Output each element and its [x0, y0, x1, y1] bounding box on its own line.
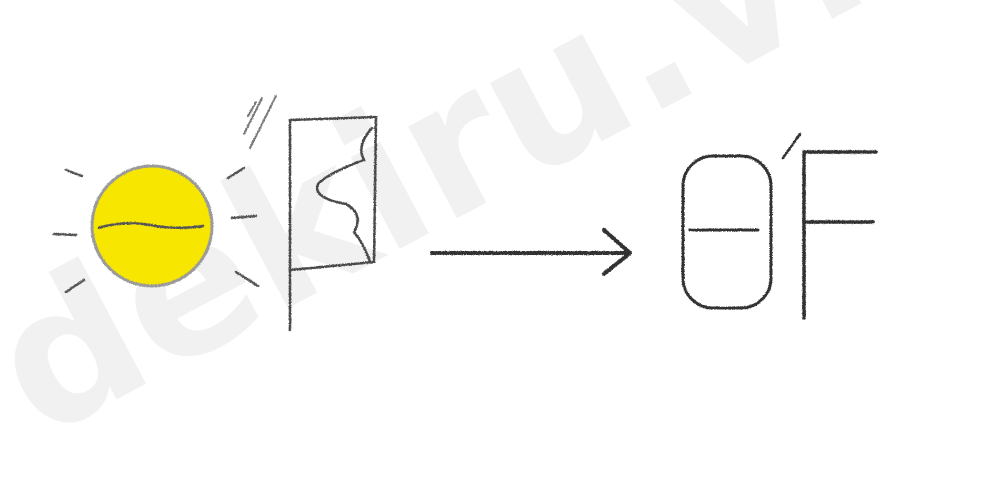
flag-wave [315, 126, 374, 264]
arrow-icon [430, 228, 632, 276]
letter-f [802, 150, 878, 320]
theta-letter [681, 154, 773, 310]
sun-center-line [97, 221, 205, 230]
sun-rays [52, 166, 260, 294]
result-glyphs [681, 132, 878, 320]
acute-accent [781, 132, 802, 160]
flag-cloth [288, 115, 378, 272]
sun-icon [52, 164, 260, 294]
flag-motion-lines [243, 95, 277, 149]
flag-icon [243, 95, 378, 332]
